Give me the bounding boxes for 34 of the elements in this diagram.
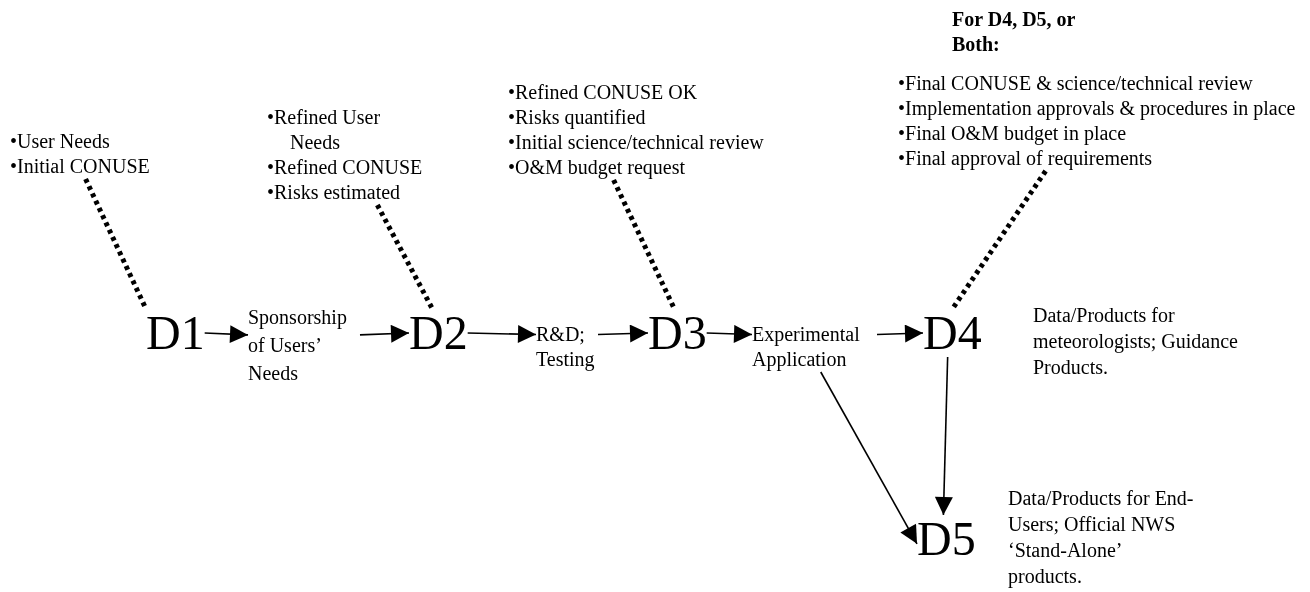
bullet-item: •Risks quantified [508,105,647,130]
bullet-item: •Final CONUSE & science/technical review [898,71,1254,96]
arrow [876,324,924,343]
arrow [359,324,410,343]
stage-label: Sponsorship of Users’ Needs [248,303,360,387]
decision-point-label: D5 [917,515,976,563]
bullet-item: •Initial science/technical review [508,130,765,155]
bullet-item: •Refined User Needs [267,105,382,155]
decision-point-label: D4 [923,309,982,357]
bullet-item: •User Needs [10,129,111,154]
decision-point-label: D3 [648,309,707,357]
stage-label: Experimental Application [752,322,877,372]
outcome-caption: Data/Products for End-Users; Official NWS ‘Stand-Alone’ products. [1008,486,1195,589]
bullet-item: •Final O&M budget in place [898,121,1128,146]
note-heading: For D4, D5, or Both: [952,7,1077,57]
bullet-item: •Refined CONUSE OK [508,80,699,105]
stage-label: R&D; Testing [536,322,598,372]
bullet-item: •O&M budget request [508,155,686,180]
decision-point-label: D2 [409,309,468,357]
bullet-item: •Final approval of requirements [898,146,1154,171]
dotted-connector [375,203,435,311]
arrow [203,325,249,344]
bullet-item: •Initial CONUSE [10,154,151,179]
arrow [597,324,649,343]
dotted-connector [950,169,1048,311]
arrow [819,371,918,545]
outcome-caption: Data/Products for meteorologists; Guidance Products. [1033,303,1239,380]
arrow [934,356,953,516]
decision-point-label: D1 [146,309,205,357]
bullet-item: •Risks estimated [267,180,402,205]
arrow [705,324,753,343]
bullet-item: •Refined CONUSE [267,155,424,180]
bullet-item: •Implementation approvals & procedures in place [898,96,1297,121]
arrow [466,325,537,344]
